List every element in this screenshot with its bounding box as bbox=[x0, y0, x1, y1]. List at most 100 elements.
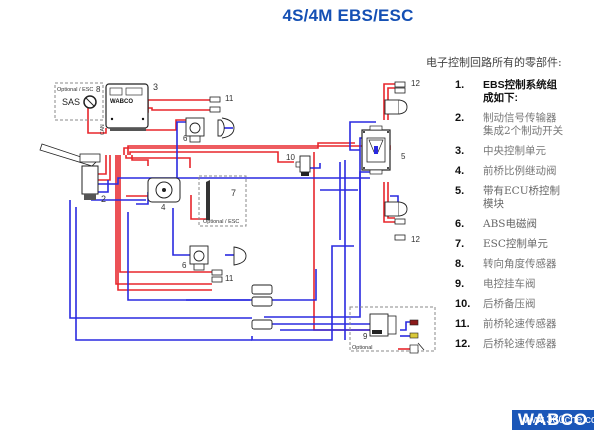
rear-chamber-bottom bbox=[384, 201, 408, 217]
esc-module: 7 Optional / ESC bbox=[198, 175, 247, 227]
central-ecu: WABCO 3 CAN bbox=[100, 82, 158, 135]
label-11-bottom: 11 bbox=[225, 274, 234, 283]
watermark: www.360che.com bbox=[520, 414, 600, 426]
legend-item: 9. 电控挂车阀 bbox=[426, 278, 600, 291]
label-11-top: 11 bbox=[225, 94, 234, 103]
coupling-1 bbox=[251, 284, 273, 295]
axle-modulator-5: 5 bbox=[361, 125, 406, 175]
pipe-brake-trailer-b bbox=[75, 207, 252, 341]
legend-item: 4. 前桥比例继动阀 bbox=[426, 165, 600, 178]
legend-item: 10. 后桥备压阀 bbox=[426, 298, 600, 311]
wire-ecu-10 bbox=[129, 151, 294, 163]
wire-brake-ecu-b bbox=[98, 155, 107, 175]
legend-text: 电控挂车阀 bbox=[483, 278, 536, 290]
label-10: 10 bbox=[286, 153, 295, 162]
label-8: 8 bbox=[96, 85, 101, 94]
abs-valve-6-bottom: 6 bbox=[182, 245, 247, 271]
can-label: CAN bbox=[100, 124, 106, 135]
label-2: 2 bbox=[101, 194, 106, 204]
legend-num: 8. bbox=[455, 258, 465, 270]
label-9: 9 bbox=[363, 332, 368, 341]
wheel-sensor-11-top: 11 bbox=[209, 94, 234, 113]
trailer-couplings bbox=[251, 284, 273, 330]
pipe-4-6b bbox=[172, 208, 192, 256]
wire-ecu-7 bbox=[190, 195, 206, 220]
pipe-brake-trailer bbox=[69, 200, 252, 319]
ecu-brand-label: WABCO bbox=[110, 99, 133, 105]
wheel-sensor-11-bottom: 11 bbox=[211, 269, 234, 283]
pipe-6a-in bbox=[176, 121, 187, 128]
label-3: 3 bbox=[153, 82, 158, 92]
label-6-top: 6 bbox=[183, 134, 188, 143]
legend-num: 6. bbox=[455, 218, 465, 230]
legend-num: 1. bbox=[455, 79, 465, 91]
legend-text: 后桥轮速传感器 bbox=[483, 338, 557, 350]
wire-ecu-6b bbox=[119, 155, 216, 273]
legend-item: 2. 制动信号传输器集成2个制动开关 bbox=[426, 112, 600, 138]
pipe-5-chamber-bot bbox=[390, 195, 399, 203]
legend-num: 10. bbox=[455, 298, 471, 310]
legend-num: 12. bbox=[455, 338, 471, 350]
coupling-2 bbox=[251, 296, 273, 307]
legend-text: EBS控制系统组成如下: bbox=[483, 79, 558, 104]
coupling-3 bbox=[251, 319, 273, 330]
label-12-top: 12 bbox=[411, 79, 420, 88]
legend-num: 4. bbox=[455, 165, 465, 177]
trailer-control-valve-9: 9 Optional bbox=[349, 306, 436, 354]
legend-item: 7. ESC控制单元 bbox=[426, 238, 600, 251]
trailer-box-label: Optional bbox=[352, 345, 373, 351]
rear-chamber-top bbox=[384, 99, 408, 115]
wabco-logo: WABCO bbox=[512, 410, 594, 430]
legend-text: 后桥备压阀 bbox=[483, 298, 536, 310]
label-7: 7 bbox=[231, 188, 236, 198]
component-legend: 电子控制回路所有的零部件: 1. EBS控制系统组成如下: 2. 制动信号传输器集成… bbox=[426, 54, 600, 358]
legend-text: 带有ECU桥控制模块 bbox=[483, 185, 561, 210]
sas-text: SAS bbox=[62, 97, 80, 107]
sas-box-label: Optional / ESC bbox=[57, 87, 93, 93]
brake-signal-transmitter: 2 bbox=[39, 143, 106, 204]
legend-item: 5.带有ECU桥控制模块 bbox=[426, 185, 600, 211]
legend-item: 11.前桥轮速传感器 bbox=[426, 318, 600, 331]
wire-5-12b bbox=[383, 83, 398, 120]
esc-box-label: Optional / ESC bbox=[203, 219, 239, 225]
legend-text: 转向角度传感器 bbox=[483, 258, 557, 270]
pipe-trailer-a bbox=[264, 137, 362, 318]
legend-num: 11. bbox=[455, 318, 470, 330]
wire-ecu-11d bbox=[115, 155, 212, 285]
pipe-5-left bbox=[349, 121, 376, 151]
pipe-4-rear bbox=[127, 212, 250, 301]
label-4: 4 bbox=[161, 203, 166, 212]
sas-module: Optional / ESC 8 SAS bbox=[54, 82, 104, 121]
legend-item: 12. 后桥轮速传感器 bbox=[426, 338, 600, 351]
wire-5-12c bbox=[383, 182, 398, 223]
pipe-brake-main bbox=[98, 177, 370, 185]
wire-ecu-5a bbox=[123, 142, 355, 155]
wire-ecu-4a bbox=[125, 155, 191, 168]
pipe-trailer-d bbox=[251, 245, 354, 341]
page-title: 4S/4M EBS/ESC bbox=[0, 6, 600, 26]
legend-text: 制动信号传输器集成2个制动开关 bbox=[483, 112, 564, 137]
legend-num: 2. bbox=[455, 112, 465, 124]
legend-text: 前桥比例继动阀 bbox=[483, 165, 557, 177]
legend-num: 9. bbox=[455, 278, 465, 290]
legend-item: 8. 转向角度传感器 bbox=[426, 258, 600, 271]
pipe-9-red-port bbox=[400, 321, 410, 331]
wheel-sensor-12-top: 12 bbox=[394, 79, 420, 94]
title-text: 4S/4M EBS/ESC bbox=[282, 6, 414, 25]
backup-valve-10: 10 bbox=[286, 153, 311, 176]
pipe-2-4b bbox=[136, 192, 149, 205]
wheel-sensor-12-bottom: 12 bbox=[394, 218, 420, 244]
legend-heading: 电子控制回路所有的零部件: bbox=[426, 56, 562, 69]
legend-num: 7. bbox=[455, 238, 465, 250]
legend-item: 3.中央控制单元 bbox=[426, 145, 600, 158]
legend-text: ABS电磁阀 bbox=[483, 218, 537, 230]
label-12-bottom: 12 bbox=[411, 235, 420, 244]
label-5: 5 bbox=[401, 152, 406, 161]
pipe-11-right bbox=[269, 269, 317, 301]
label-6-bottom: 6 bbox=[182, 261, 187, 270]
legend-item: 1. EBS控制系统组成如下: bbox=[426, 79, 600, 105]
abs-valve-6-top: 6 bbox=[183, 117, 235, 143]
legend-text: ESC控制单元 bbox=[483, 238, 548, 250]
wire-ecu-4b bbox=[131, 155, 149, 166]
